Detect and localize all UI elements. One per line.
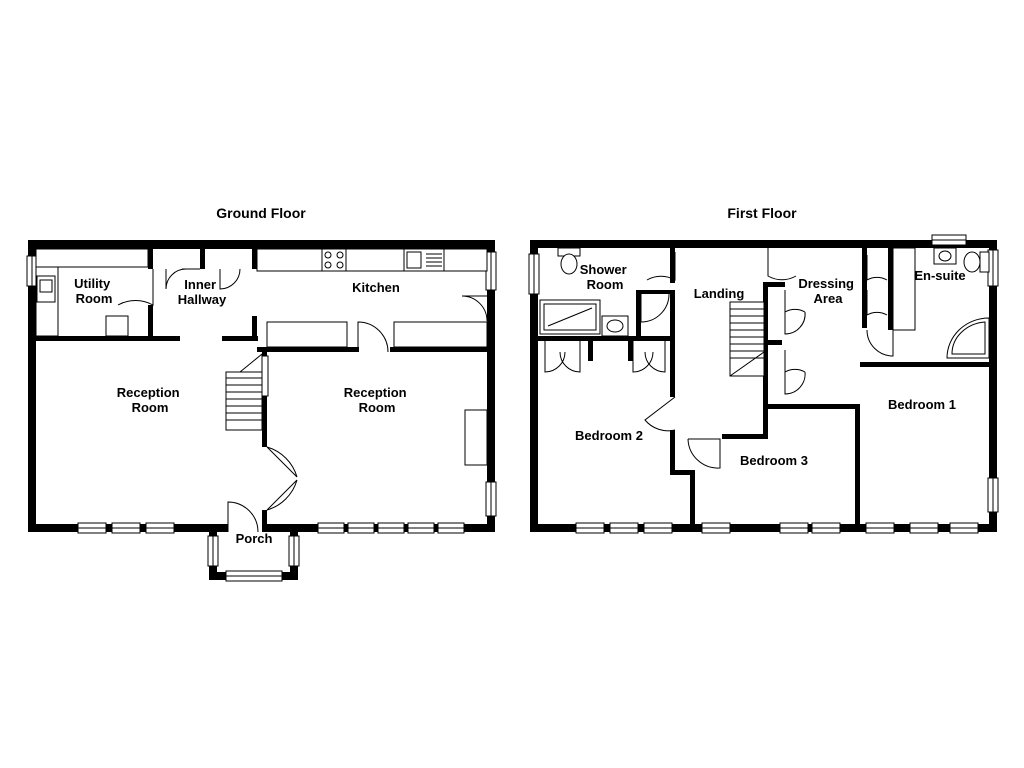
first-floor-title: First Floor	[727, 205, 797, 221]
ground-floor-title: Ground Floor	[216, 205, 306, 221]
window	[701, 522, 731, 534]
room-label-reception-right: Reception Room	[344, 385, 410, 415]
window	[643, 522, 673, 534]
kitchen-unit	[393, 321, 488, 348]
window	[811, 522, 841, 534]
wall	[390, 347, 487, 352]
wall	[636, 293, 641, 336]
window	[207, 535, 219, 567]
door-icon	[117, 268, 488, 533]
basin-icon	[601, 315, 629, 337]
wall	[257, 347, 359, 352]
wall	[862, 248, 867, 328]
window	[528, 253, 540, 295]
basin-icon	[933, 247, 957, 265]
window	[111, 522, 141, 534]
window	[909, 522, 939, 534]
kitchen-worktop	[256, 248, 488, 272]
wall	[763, 282, 785, 287]
room-label-bedroom-1: Bedroom 1	[888, 397, 956, 412]
wall	[530, 524, 997, 532]
appliance-box	[105, 315, 129, 337]
wall	[530, 240, 538, 532]
wall	[252, 316, 257, 341]
sink-icon	[403, 248, 445, 272]
window	[77, 522, 107, 534]
wall	[252, 249, 257, 269]
window	[347, 522, 375, 534]
window	[288, 535, 300, 567]
toilet-icon	[963, 251, 990, 273]
wall	[262, 347, 267, 447]
wall	[28, 240, 495, 249]
room-label-utility: Utility Room	[74, 276, 114, 306]
wall	[670, 290, 675, 397]
wall	[36, 336, 180, 341]
staircase-icon	[729, 301, 765, 377]
window	[485, 481, 497, 517]
room-label-dressing-area: Dressing Area	[798, 276, 857, 306]
ground-floor: Ground Floor	[26, 205, 497, 582]
room-label-en-suite: En-suite	[914, 268, 965, 283]
room-label-landing: Landing	[694, 286, 745, 301]
shower-tray-icon	[946, 317, 990, 359]
wall	[722, 434, 768, 439]
fireplace-icon	[464, 409, 488, 466]
sink-icon	[36, 275, 56, 303]
wall	[989, 240, 997, 532]
wall	[200, 249, 205, 269]
room-label-bedroom-3: Bedroom 3	[740, 453, 808, 468]
window	[931, 234, 967, 246]
first-floor: First Floor	[528, 205, 999, 534]
door-icon	[544, 247, 916, 469]
wall	[670, 248, 675, 283]
wall	[855, 404, 860, 528]
wall	[860, 362, 989, 367]
room-label-reception-left: Reception Room	[117, 385, 183, 415]
shower-tray-icon	[539, 299, 601, 335]
window	[575, 522, 605, 534]
wall	[628, 341, 633, 361]
wall	[530, 240, 997, 248]
window	[987, 477, 999, 513]
wall	[763, 282, 768, 439]
staircase-icon	[225, 352, 269, 431]
wall	[636, 290, 670, 294]
utility-worktop	[35, 248, 149, 268]
wall	[670, 430, 675, 475]
window	[949, 522, 979, 534]
wall	[768, 340, 782, 345]
wall	[538, 336, 673, 341]
wall	[28, 240, 36, 532]
window	[865, 522, 895, 534]
window	[407, 522, 435, 534]
wall	[763, 404, 859, 409]
room-label-bedroom-2: Bedroom 2	[575, 428, 643, 443]
window	[377, 522, 405, 534]
wall	[588, 341, 593, 361]
window	[609, 522, 639, 534]
wall	[690, 470, 695, 528]
room-label-porch: Porch	[236, 531, 273, 546]
window	[779, 522, 809, 534]
hob-icon	[321, 248, 347, 272]
window	[317, 522, 345, 534]
window	[437, 522, 465, 534]
wall	[670, 470, 695, 475]
wall	[222, 336, 258, 341]
window	[145, 522, 175, 534]
wall	[487, 240, 495, 532]
room-label-inner-hallway: Inner Hallway	[178, 277, 227, 307]
wall	[262, 510, 267, 530]
room-label-shower-room: Shower Room	[580, 262, 631, 292]
toilet-icon	[557, 247, 581, 275]
wall	[888, 248, 893, 330]
kitchen-unit	[266, 321, 348, 348]
wall	[148, 249, 153, 269]
window	[225, 570, 283, 582]
room-label-kitchen: Kitchen	[352, 280, 400, 295]
wall	[148, 305, 153, 341]
